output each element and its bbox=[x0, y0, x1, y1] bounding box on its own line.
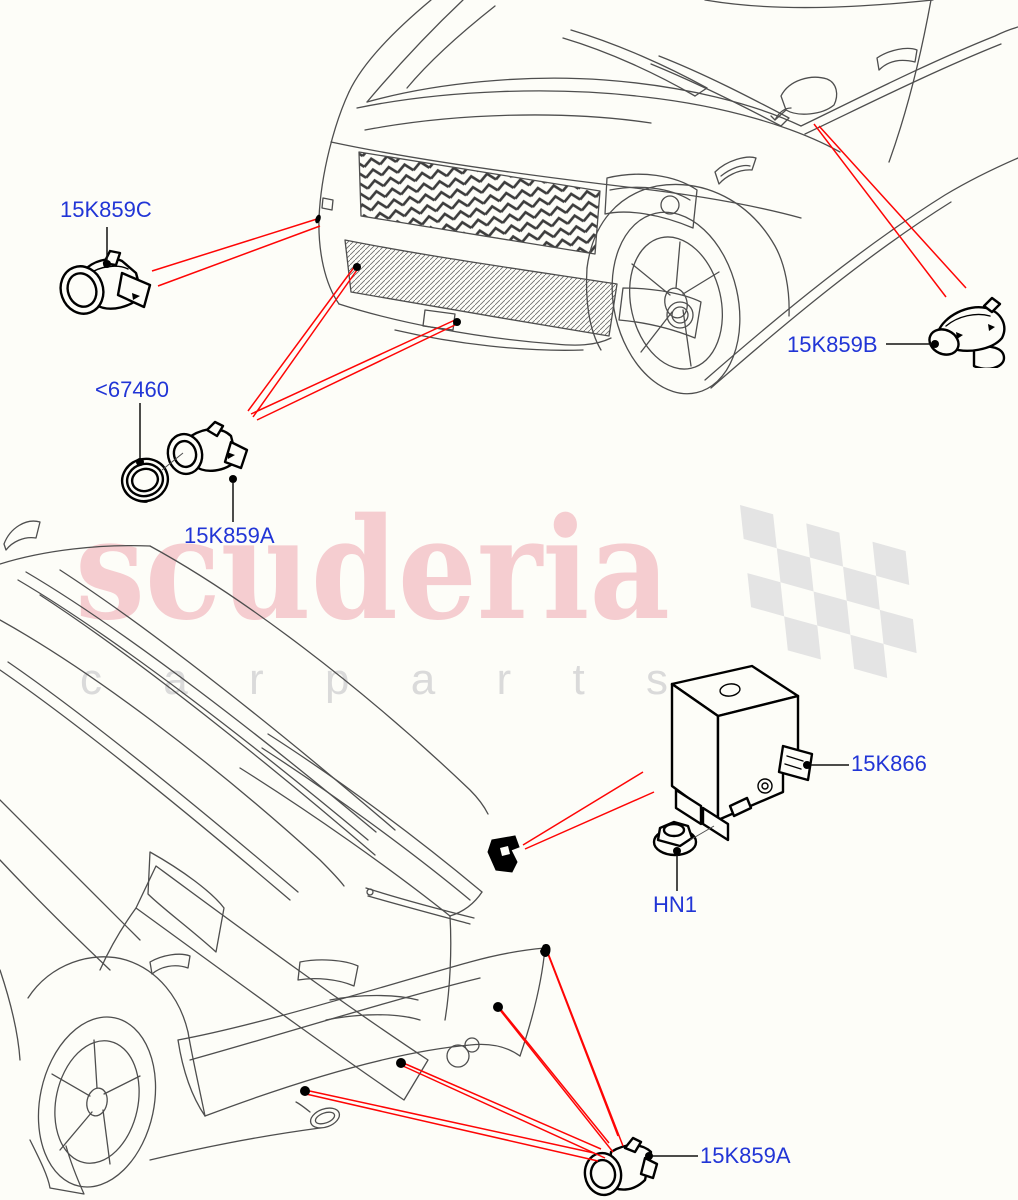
front-outer-sensor-illustration bbox=[59, 249, 152, 315]
checkered-flag bbox=[740, 505, 917, 678]
rear-car-illustration bbox=[0, 520, 546, 1195]
front-car-body-lines bbox=[318, 0, 1018, 395]
part-label-side-sensor[interactable]: 15K859B bbox=[787, 332, 878, 357]
part-label-control-module[interactable]: 15K866 bbox=[851, 751, 927, 776]
leader-dots bbox=[103, 260, 939, 1160]
part-label-front-outer-sensor[interactable]: 15K859C bbox=[60, 197, 152, 222]
side-sensor-illustration bbox=[928, 296, 1006, 368]
front-car-illustration bbox=[318, 0, 1018, 395]
control-module-illustration bbox=[670, 664, 814, 842]
red-callout-lines bbox=[151, 123, 967, 1162]
part-label-rear-sensor[interactable]: 15K859A bbox=[700, 1143, 791, 1168]
front-sensor-illustration bbox=[166, 420, 249, 476]
mounting-nut-illustration bbox=[652, 820, 698, 857]
brand-watermark-text: scuderia bbox=[75, 488, 670, 652]
vehicle-sensor-dots bbox=[300, 214, 551, 1096]
retainer-ring-illustration bbox=[120, 457, 170, 503]
part-label-retainer-ring[interactable]: <67460 bbox=[95, 377, 170, 402]
rear-car-body-lines bbox=[0, 520, 546, 1195]
rear-sensor-illustration bbox=[583, 1136, 659, 1197]
tailgate-bracket bbox=[487, 835, 520, 873]
label-leader-lines bbox=[106, 227, 932, 1157]
part-label-mounting-nut[interactable]: HN1 bbox=[653, 892, 698, 917]
part-label-front-sensor[interactable]: 15K859A bbox=[184, 523, 275, 548]
